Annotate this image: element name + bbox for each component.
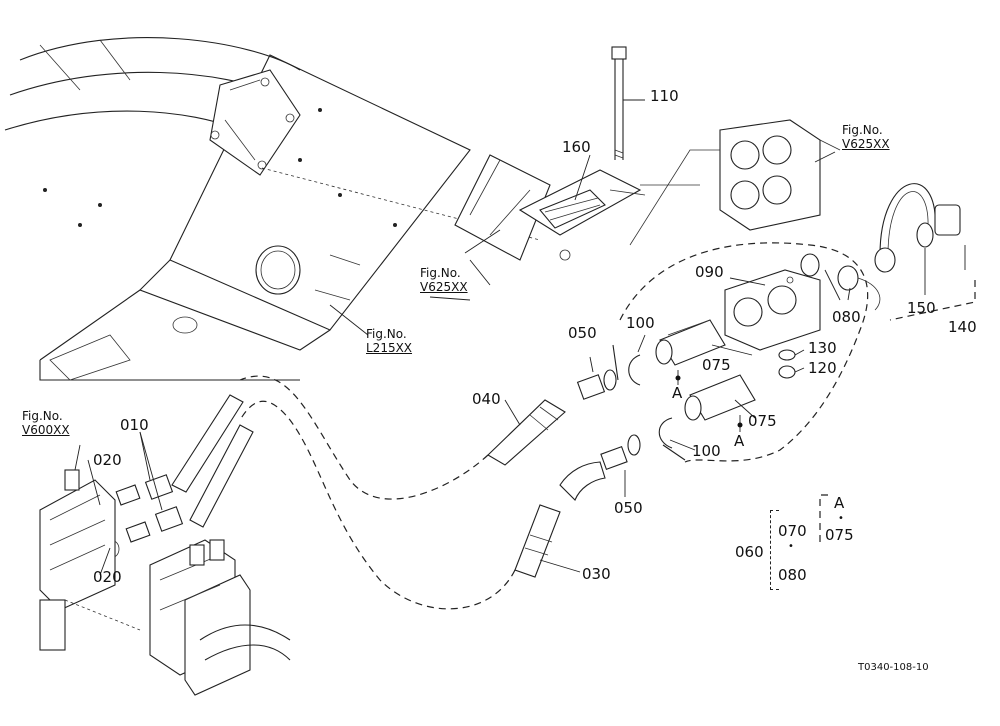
control-valve-assembly (39, 469, 291, 696)
part-label-050-upper: 050 (568, 324, 597, 342)
fender-panel (4, 37, 471, 381)
fig-ref-code: V600XX (22, 422, 70, 437)
snap-rings (612, 344, 686, 461)
part-label-080: 080 (832, 308, 861, 326)
quick-coupler-075-upper (655, 319, 726, 366)
adapter-050-upper (576, 369, 617, 400)
part-label-075-lower: 075 (748, 412, 777, 430)
fig-ref-code: V625XX (842, 136, 890, 151)
kit-bracket (770, 510, 779, 590)
dust-cap-assembly (800, 183, 961, 311)
mark-a-upper: A (672, 384, 683, 402)
fig-ref-v625-mid[interactable]: Fig.No. V625XX (420, 266, 468, 295)
kit-dot: • (788, 541, 794, 552)
mounting-plate (209, 69, 541, 241)
part-label-030: 030 (582, 565, 611, 583)
part-label-075-upper: 075 (702, 356, 731, 374)
kit-sub-mark: A (834, 494, 845, 512)
drawing-code: T0340-108-10 (858, 662, 929, 673)
kit-bracket-legend (819, 494, 828, 545)
kit-set-label: 060 (735, 543, 764, 561)
hose-route-phantom (619, 242, 869, 463)
part-label-110: 110 (650, 87, 679, 105)
part-label-040: 040 (472, 390, 501, 408)
part-label-050-lower: 050 (614, 499, 643, 517)
part-label-090: 090 (695, 263, 724, 281)
fig-ref-prefix: Fig.No. (366, 327, 407, 341)
hose-fittings-010 (93, 394, 254, 558)
bolt-110 (611, 46, 645, 160)
kit-item-070: 070 (778, 522, 807, 540)
hose-030 (239, 400, 606, 610)
coupler-holder-top (719, 119, 841, 231)
kit-sub-item-075: 075 (825, 526, 854, 544)
part-label-130: 130 (808, 339, 837, 357)
part-label-010: 010 (120, 416, 149, 434)
part-label-160: 160 (562, 138, 591, 156)
kit-item-080: 080 (778, 566, 807, 584)
leader-lines (74, 151, 966, 576)
part-label-120: 120 (808, 359, 837, 377)
fig-ref-prefix: Fig.No. (420, 266, 461, 280)
adapter-050-lower (600, 434, 641, 470)
fig-ref-prefix: Fig.No. (842, 123, 883, 137)
fig-ref-code: V625XX (420, 279, 468, 294)
valve-bracket (454, 154, 642, 261)
fig-ref-v600[interactable]: Fig.No. V600XX (22, 409, 70, 438)
center-line-frame (609, 149, 720, 246)
fig-ref-l215[interactable]: Fig.No. L215XX (366, 327, 413, 356)
kit-sub-dot: • (838, 513, 844, 524)
fig-ref-prefix: Fig.No. (22, 409, 63, 423)
hose-040 (239, 375, 566, 500)
part-label-140: 140 (948, 318, 977, 336)
part-label-020-upper: 020 (93, 451, 122, 469)
mark-a-lower: A (734, 432, 745, 450)
quick-coupler-075-lower (684, 374, 756, 421)
part-label-020-lower: 020 (93, 568, 122, 586)
coupler-holder-090 (724, 269, 821, 351)
fig-ref-v625-top[interactable]: Fig.No. V625XX (842, 123, 890, 152)
part-label-150: 150 (907, 299, 936, 317)
part-label-100-upper: 100 (626, 314, 655, 332)
part-label-100-lower: 100 (692, 442, 721, 460)
washer-nut (778, 349, 796, 379)
fig-ref-code: L215XX (366, 340, 413, 355)
